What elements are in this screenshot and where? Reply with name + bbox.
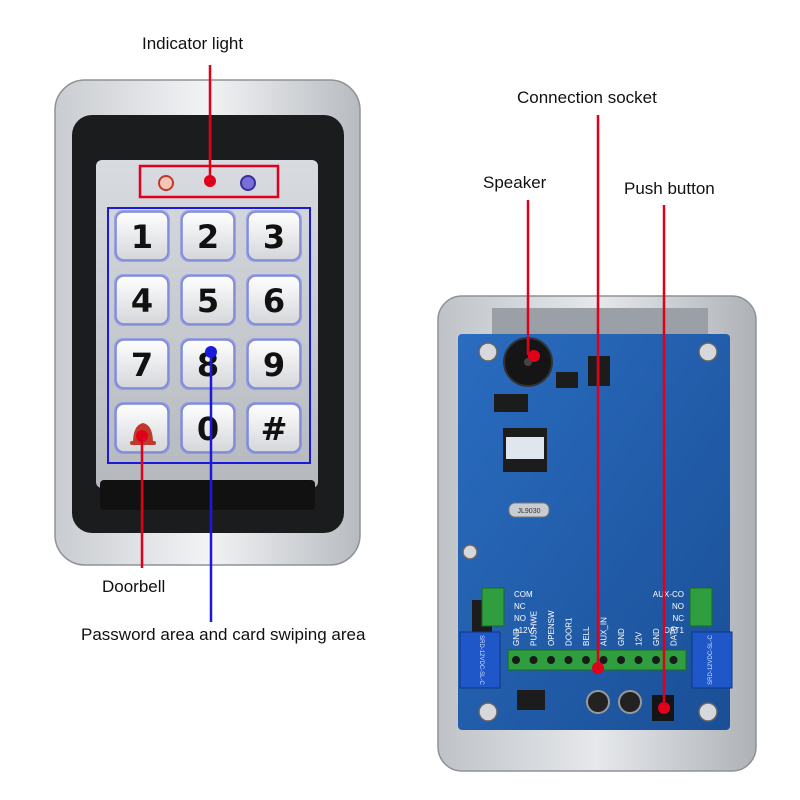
red-indicator-led: [158, 175, 174, 191]
key-label: 7: [131, 346, 153, 384]
terminal-label: DAT1: [664, 626, 684, 635]
push-button-callout-dot: [658, 702, 670, 714]
pcb-device: JL9030 SRD-12VDC-SL-C SRD-12VDC-SL-C COM…: [437, 115, 757, 772]
password-callout-dot: [205, 346, 217, 358]
svg-text:SRD-12VDC-SL-C: SRD-12VDC-SL-C: [478, 635, 484, 685]
callout-connection-socket: Connection socket: [517, 88, 657, 107]
doorbell-callout-dot: [136, 430, 148, 442]
callout-indicator-light: Indicator light: [142, 34, 244, 53]
callout-password-area: Password area and card swiping area: [81, 625, 366, 644]
terminal-label: GND: [512, 628, 521, 646]
relay-right: [691, 631, 733, 689]
blue-indicator-led: [240, 175, 256, 191]
key-button: 8: [180, 338, 236, 390]
key-button: 6: [246, 274, 302, 326]
socket-callout-dot: [592, 662, 604, 674]
capacitor: [586, 690, 610, 714]
terminal-label: GND: [617, 628, 626, 646]
speaker-callout-dot: [528, 350, 540, 362]
callout-speaker: Speaker: [483, 173, 547, 192]
key-button: 7: [114, 338, 170, 390]
terminal-left-green: [481, 587, 505, 627]
relay-left: [459, 631, 501, 689]
chip-sticker: [506, 437, 544, 459]
socket-pins: [512, 656, 678, 664]
key-label: 6: [263, 282, 285, 320]
key-label: 1: [131, 218, 153, 256]
socket-pin: [599, 656, 608, 664]
crystal-oscillator: [508, 502, 550, 518]
terminal-label: 12V: [635, 631, 644, 646]
socket-pin: [652, 656, 660, 664]
bottom-terminal-labels: GND PUSHWE OPENSW DOOR1 BELL AUX_IN GND 12V GND D…: [512, 610, 679, 646]
socket-pin: [669, 656, 678, 664]
crystal-label: JL9030: [518, 508, 541, 515]
terminal-label: +12V: [514, 626, 534, 635]
terminal-label: BELL: [582, 626, 591, 646]
key-button: #: [246, 402, 302, 454]
terminal-label: NC: [514, 602, 526, 611]
terminal-label: DOOR1: [565, 617, 574, 646]
key-label: 4: [131, 282, 153, 320]
terminal-right-labels: AUX-CO NO NC DAT1: [653, 590, 685, 635]
terminal-label: AUX_IN: [600, 617, 609, 646]
key-button: 0: [180, 402, 236, 454]
socket-pin: [512, 656, 520, 664]
terminal-label: OPENSW: [547, 610, 556, 646]
capacitor: [618, 690, 642, 714]
terminal-label: PUSHWE: [530, 611, 539, 646]
terminal-label: DAT0: [670, 626, 679, 646]
password-area-highlight: [107, 207, 311, 464]
key-label: 3: [263, 218, 285, 256]
key-label: 2: [197, 218, 219, 256]
terminal-label: NC: [672, 614, 684, 623]
terminal-label: AUX-CO: [653, 590, 684, 599]
key-button: 5: [180, 274, 236, 326]
callout-doorbell: Doorbell: [102, 577, 166, 596]
terminal-label: GND: [652, 628, 661, 646]
terminal-label: COM: [514, 590, 533, 599]
socket-pin: [529, 656, 538, 664]
key-button: 2: [180, 210, 236, 262]
key-button: 9: [246, 338, 302, 390]
key-label: #: [261, 410, 288, 448]
terminal-label: NO: [672, 602, 684, 611]
socket-pin: [547, 656, 555, 664]
terminal-right-green: [689, 587, 713, 627]
socket-pin: [564, 656, 573, 664]
key-label: 5: [197, 282, 219, 320]
svg-text:SRD-12VDC-SL-C: SRD-12VDC-SL-C: [708, 635, 714, 685]
socket-pin: [617, 656, 625, 664]
key-button: 4: [114, 274, 170, 326]
key-label: 9: [263, 346, 285, 384]
socket-pin: [582, 656, 590, 664]
terminal-label: NO: [514, 614, 526, 623]
terminal-left-labels: COM NC NO +12V: [514, 590, 534, 635]
callout-push-button: Push button: [624, 179, 715, 198]
indicator-callout-dot: [204, 175, 216, 187]
screw-icons: [462, 342, 718, 722]
socket-pin: [634, 656, 643, 664]
key-label: 0: [197, 410, 219, 448]
key-button: 3: [246, 210, 302, 262]
keypad-lower-bezel: [100, 480, 315, 510]
key-button: 1: [114, 210, 170, 262]
